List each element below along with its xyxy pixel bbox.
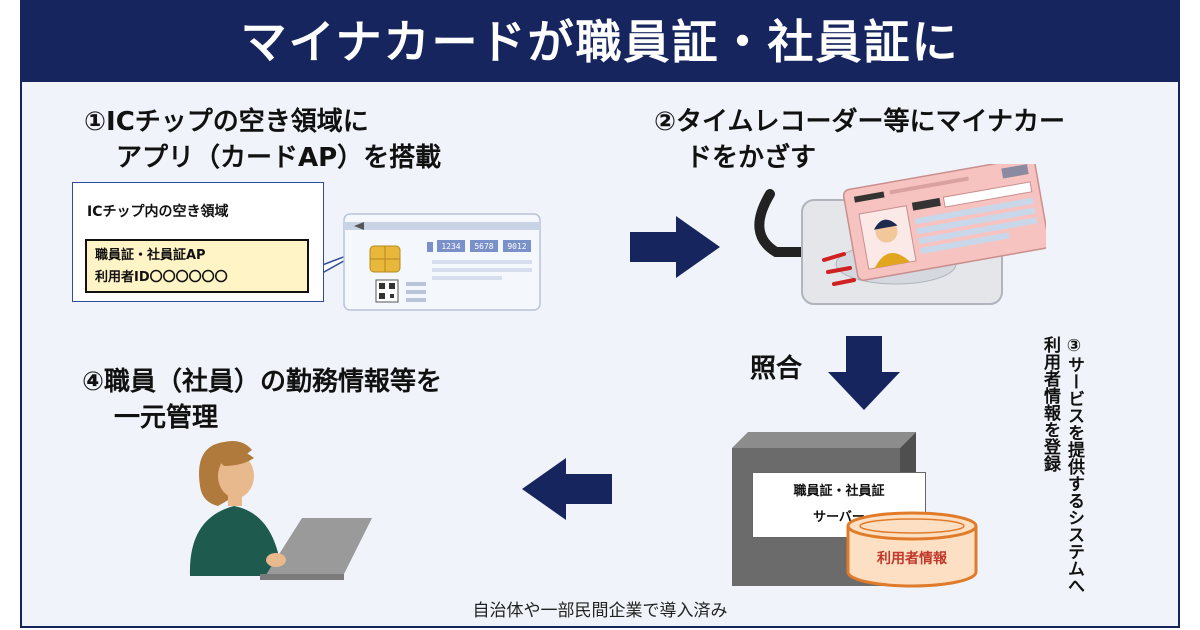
person-laptop-icon (189, 441, 372, 580)
diagram-frame: マイナカードが職員証・社員証に ①ICチップの空き領域に アプリ（カードAP）を… (20, 0, 1180, 628)
callout-app-name: 職員証・社員証AP (95, 248, 206, 263)
server-label-line1: 職員証・社員証 (793, 484, 885, 499)
step1-line2: アプリ（カードAP）を搭載 (116, 143, 442, 173)
time-recorder-icon (754, 164, 1046, 305)
card-number-3: 9012 (507, 242, 526, 251)
database-icon (846, 511, 978, 588)
card-number-1: 1234 (441, 242, 460, 251)
step3-note: ③サービスを提供するシステムへ利用者情報を登録 (1040, 336, 1084, 594)
step2-line1: ②タイムレコーダー等にマイナカー (654, 107, 1065, 137)
step2-line2: ドをかざす (686, 143, 817, 173)
arrow-down-icon (828, 336, 900, 410)
step4-line2: 一元管理 (114, 403, 219, 433)
mynumber-card-icon: 1234 5678 9012 (343, 213, 541, 311)
step1-line1: ①ICチップの空き領域に (84, 107, 369, 137)
page-title: マイナカードが職員証・社員証に (22, 2, 1178, 82)
callout-title: ICチップ内の空き領域 (87, 204, 229, 220)
arrow-left-icon (522, 458, 612, 520)
footer-note: 自治体や一部民間企業で導入済み (472, 601, 728, 621)
card-number-2: 5678 (474, 242, 493, 251)
step4-line1: ④職員（社員）の勤務情報等を (82, 367, 443, 397)
callout-app-box: 職員証・社員証AP 利用者ID〇〇〇〇〇〇 (85, 239, 309, 293)
ic-chip-callout: ICチップ内の空き領域 職員証・社員証AP 利用者ID〇〇〇〇〇〇 (72, 182, 324, 302)
match-label: 照合 (750, 354, 803, 384)
arrow-right-icon (630, 216, 720, 278)
callout-user-id: 利用者ID〇〇〇〇〇〇 (95, 270, 228, 285)
database-label: 利用者情報 (877, 551, 947, 567)
